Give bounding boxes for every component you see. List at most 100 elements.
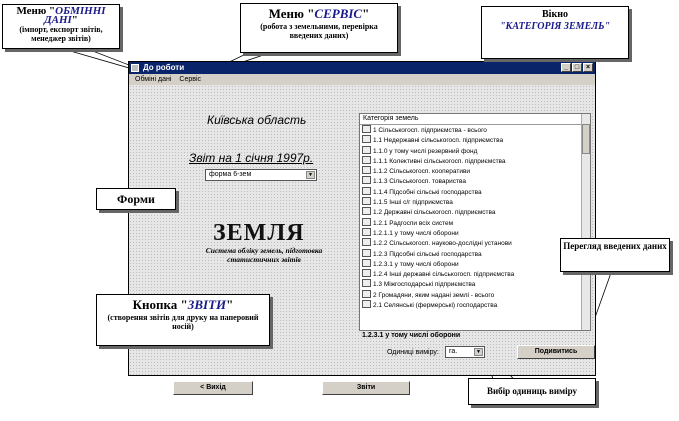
exit-button[interactable]: < Вихід bbox=[173, 381, 253, 395]
form-select-value: форма 6-зем bbox=[209, 171, 252, 178]
list-item[interactable]: 1.2.1.1 у тому числі оборони bbox=[360, 227, 590, 238]
list-item[interactable]: 1.1 Недержавні сільськогосп. підприємств… bbox=[360, 135, 590, 145]
land-category-icon bbox=[362, 176, 371, 185]
close-button[interactable]: × bbox=[583, 63, 593, 72]
land-category-icon bbox=[362, 300, 371, 309]
title-bar: До роботи _ □ × bbox=[129, 62, 595, 74]
report-title: Звіт на 1 січня 1997р. bbox=[189, 151, 314, 165]
land-category-icon bbox=[362, 289, 371, 298]
land-title: ЗЕМЛЯ bbox=[213, 220, 305, 246]
callout-category-window: Вікно "КАТЕГОРІЯ ЗЕМЕЛЬ" bbox=[481, 6, 629, 59]
land-category-icon bbox=[362, 145, 371, 154]
callout-service-text: (робота з земельними, перевірка введених… bbox=[260, 22, 378, 40]
app-window: До роботи _ □ × Обміні дані Сервіс Київс… bbox=[128, 61, 596, 395]
list-item-label: 1.2.1.1 у тому числі оборони bbox=[373, 229, 459, 237]
land-category-icon bbox=[362, 135, 371, 144]
callout-reports-text: (створення звітів для друку на паперовий… bbox=[107, 313, 259, 331]
minimize-button[interactable]: _ bbox=[561, 63, 571, 72]
list-item-label: 1.2.3.1 у тому числі оборони bbox=[373, 260, 459, 268]
land-category-icon bbox=[362, 125, 371, 133]
selected-category: 1.2.3.1 у тому числі оборони bbox=[362, 332, 461, 339]
list-item-label: 1.3 Міжгосподарські підприємства bbox=[373, 281, 476, 289]
list-item[interactable]: 1.1.5 Інші с/г підприємства bbox=[360, 197, 590, 207]
list-scrollbar[interactable] bbox=[581, 114, 590, 330]
callout-exchange-text: (імпорт, експорт звітів, менеджер звітів… bbox=[19, 25, 103, 43]
callout-category-title: Вікно bbox=[542, 9, 568, 20]
view-button[interactable]: Подивитись bbox=[517, 345, 595, 359]
main-content: Київська область Звіт на 1 січня 1997р. … bbox=[129, 85, 595, 395]
list-item-label: 1.1.1 Колективні сільськогосп. підприємс… bbox=[373, 157, 506, 165]
list-item[interactable]: 2.1 Селянські (фермерські) господарства bbox=[360, 300, 590, 310]
land-category-icon bbox=[362, 248, 371, 257]
app-icon bbox=[131, 64, 139, 72]
callout-unit-text: Вибір одиниць виміру bbox=[486, 386, 578, 396]
unit-label: Одиниці виміру: bbox=[387, 349, 439, 356]
list-item[interactable]: 1.2.3 Підсобні сільські господарства bbox=[360, 248, 590, 259]
reports-button[interactable]: Звіти bbox=[322, 381, 410, 395]
list-item-label: 2.1 Селянські (фермерські) господарства bbox=[373, 302, 498, 310]
chevron-down-icon[interactable]: ▼ bbox=[474, 348, 483, 356]
list-item-label: 1.1.4 Підсобні сільські господарства bbox=[373, 188, 482, 196]
callout-forms-text: Форми bbox=[117, 192, 155, 206]
land-category-list[interactable]: Категорія земель 1 Сільськогосп. підприє… bbox=[359, 113, 591, 331]
land-category-icon bbox=[362, 279, 371, 288]
scroll-thumb[interactable] bbox=[582, 124, 590, 154]
callout-view-data: Перегляд введених даних bbox=[560, 238, 670, 272]
list-item-label: 1.1.2 Сільськогосп. кооперативи bbox=[373, 168, 471, 176]
list-item[interactable]: 1.2.3.1 у тому числі оборони bbox=[360, 258, 590, 269]
list-item[interactable]: 1.2.2 Сільськогосп. науково-дослідні уст… bbox=[360, 238, 590, 248]
list-item-label: 1.2.2 Сільськогосп. науково-дослідні уст… bbox=[373, 240, 512, 248]
callout-reports-button: Кнопка "ЗВІТИ" (створення звітів для дру… bbox=[96, 294, 270, 346]
callout-view-text: Перегляд введених даних bbox=[563, 241, 667, 251]
list-item[interactable]: 1.3 Міжгосподарські підприємства bbox=[360, 279, 590, 289]
callout-forms: Форми bbox=[96, 188, 176, 210]
callout-reports-title: Кнопка "ЗВІТИ" bbox=[132, 297, 234, 312]
list-item[interactable]: 2 Громадяни, яким надані землі - всього bbox=[360, 289, 590, 300]
maximize-button[interactable]: □ bbox=[572, 63, 582, 72]
callout-category-name: "КАТЕГОРІЯ ЗЕМЕЛЬ" bbox=[500, 21, 610, 32]
callout-exchange-title: Меню "ОБМІННІ ДАНІ" bbox=[16, 5, 106, 26]
land-category-icon bbox=[362, 197, 371, 206]
list-item-label: 1.2.1 Радгоспи всіх систем bbox=[373, 219, 454, 227]
window-title: До роботи bbox=[143, 63, 185, 72]
land-category-icon bbox=[362, 186, 371, 195]
list-item[interactable]: 1.2.1 Радгоспи всіх систем bbox=[360, 217, 590, 228]
unit-select[interactable]: га. ▼ bbox=[445, 346, 485, 358]
list-item[interactable]: 1.2 Державні сільськогосп. підприємства bbox=[360, 207, 590, 217]
list-item-label: 1.2.4 Інші державні сільськогосп. підпри… bbox=[373, 271, 515, 279]
list-rows: 1 Сільськогосп. підприємства - всього 1.1… bbox=[360, 125, 590, 310]
menu-exchange[interactable]: Обміні дані bbox=[135, 76, 172, 83]
land-category-icon bbox=[362, 217, 371, 226]
callout-unit: Вибір одиниць виміру bbox=[468, 378, 596, 405]
chevron-down-icon[interactable]: ▼ bbox=[306, 171, 315, 179]
list-item[interactable]: 1.1.0 у тому числі резервний фонд bbox=[360, 145, 590, 156]
list-item[interactable]: 1 Сільськогосп. підприємства - всього bbox=[360, 125, 590, 135]
region-title: Київська область bbox=[207, 113, 307, 127]
land-category-icon bbox=[362, 238, 371, 247]
menu-bar: Обміні дані Сервіс bbox=[129, 74, 595, 85]
callout-service-menu: Меню "СЕРВІС" (робота з земельними, пере… bbox=[240, 3, 398, 53]
list-item-label: 1.1.0 у тому числі резервний фонд bbox=[373, 147, 478, 155]
unit-select-value: га. bbox=[449, 348, 458, 355]
list-item[interactable]: 1.2.4 Інші державні сільськогосп. підпри… bbox=[360, 269, 590, 279]
list-item[interactable]: 1.1.2 Сільськогосп. кооперативи bbox=[360, 166, 590, 176]
list-item-label: 2 Громадяни, яким надані землі - всього bbox=[373, 291, 495, 299]
list-item-label: 1.2 Державні сільськогосп. підприємства bbox=[373, 209, 496, 217]
land-category-icon bbox=[362, 227, 371, 236]
callout-service-title: Меню "СЕРВІС" bbox=[268, 6, 370, 21]
list-item[interactable]: 1.1.4 Підсобні сільські господарства bbox=[360, 186, 590, 197]
list-item-label: 1 Сільськогосп. підприємства - всього bbox=[373, 127, 487, 134]
form-select[interactable]: форма 6-зем ▼ bbox=[205, 169, 317, 181]
land-subtitle: Система обліку земель, підготовка статис… bbox=[205, 246, 323, 264]
land-category-icon bbox=[362, 155, 371, 164]
land-category-icon bbox=[362, 269, 371, 278]
callout-exchange-menu: Меню "ОБМІННІ ДАНІ" (імпорт, експорт зві… bbox=[2, 4, 120, 49]
list-item-label: 1.1.3 Сільськогосп. товариства bbox=[373, 178, 466, 186]
list-header[interactable]: Категорія земель bbox=[360, 114, 590, 125]
list-item-label: 1.1 Недержавні сільськогосп. підприємств… bbox=[373, 137, 504, 145]
land-category-icon bbox=[362, 166, 371, 175]
list-item-label: 1.1.5 Інші с/г підприємства bbox=[373, 199, 453, 207]
list-item[interactable]: 1.1.3 Сільськогосп. товариства bbox=[360, 176, 590, 186]
menu-service[interactable]: Сервіс bbox=[179, 76, 202, 83]
list-item[interactable]: 1.1.1 Колективні сільськогосп. підприємс… bbox=[360, 155, 590, 166]
